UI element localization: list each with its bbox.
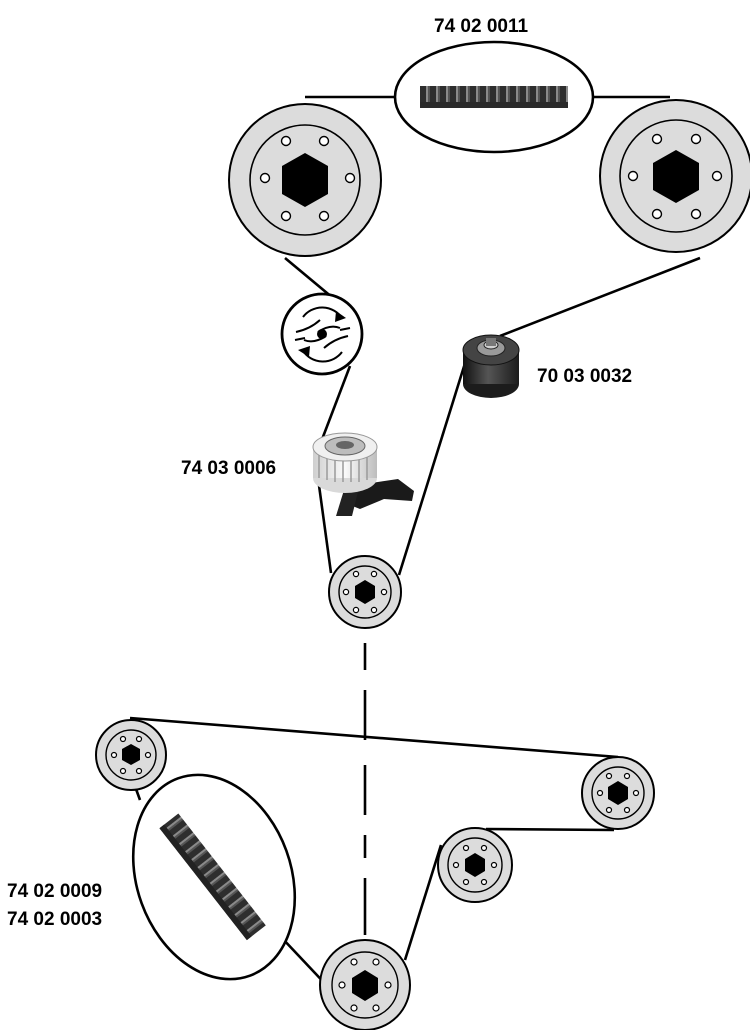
camshaft-pulley-right-icon [599,99,750,253]
water-pump-icon [280,292,364,376]
tensioner-roller-icon [312,432,414,516]
crankshaft-pulley-upper-icon [328,555,402,629]
lower-belt-label-1: 74 02 0009 [7,881,102,902]
idler-roller-icon [462,334,520,398]
auxiliary-pulley-middle-icon [437,827,513,903]
auxiliary-pulley-right-icon [581,756,655,830]
idler-label: 70 03 0032 [537,366,632,387]
upper-belt [284,95,701,576]
lower-belt-callout [131,773,297,981]
auxiliary-pulley-left-icon [95,719,167,791]
crankshaft-pulley-lower-icon [319,939,411,1030]
camshaft-pulley-left-icon [228,103,382,257]
tensioner-label: 74 03 0006 [181,458,276,479]
upper-belt-label: 74 02 0011 [434,16,528,37]
lower-belt-label-2: 74 02 0003 [7,909,102,930]
upper-belt-callout [393,40,595,154]
